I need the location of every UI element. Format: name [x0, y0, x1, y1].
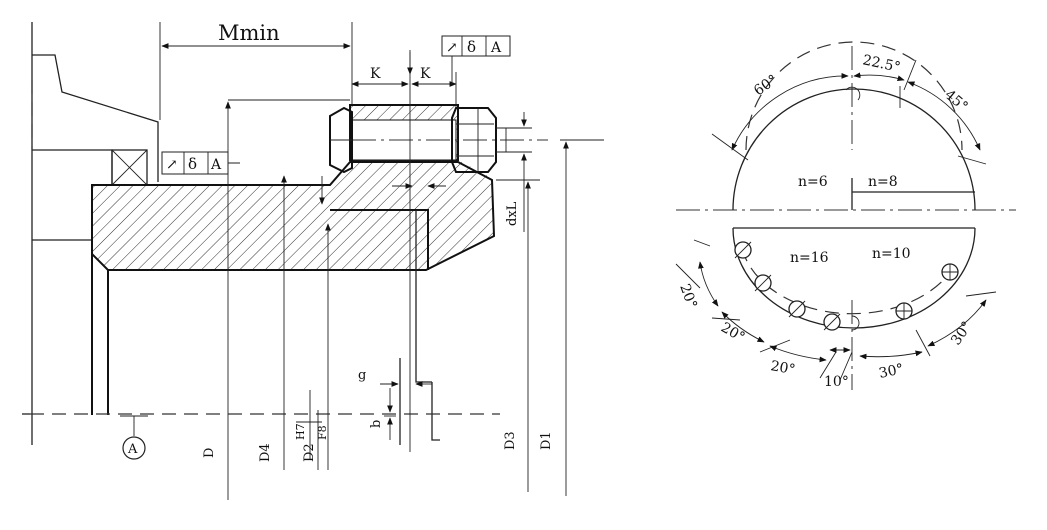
k-label-right: K	[420, 66, 431, 82]
n16-label: n=16	[790, 250, 829, 266]
bolt-holes	[734, 241, 959, 331]
angle-20-c: 20°	[769, 358, 796, 378]
label-d4: D4	[258, 443, 273, 462]
label-h7: H7	[294, 423, 307, 440]
angle-30-b: 30°	[948, 319, 975, 349]
label-b: b	[369, 420, 384, 428]
flange-section-view: Mmin K K ↗ δ A ↗ δ A A	[22, 21, 604, 500]
mmin-label: Mmin	[218, 21, 280, 45]
label-d1: D1	[539, 431, 554, 450]
angle-20-a: 20°	[676, 282, 700, 311]
angle-45: 45°	[941, 87, 970, 115]
label-d2: D2	[302, 443, 317, 462]
flange-hatch	[92, 160, 494, 270]
nut	[451, 107, 497, 173]
n10-label: n=10	[872, 246, 911, 262]
bolt-pattern-view: 60° 22.5° 45° n=6 n=8 n=16 n=10	[675, 41, 1016, 390]
label-dxl: dxL	[505, 201, 520, 226]
angle-60: 60°	[751, 72, 781, 99]
svg-text:A: A	[210, 157, 222, 173]
k-label-left: K	[370, 66, 381, 82]
tolerance-frame-top: ↗ δ A	[441, 35, 511, 84]
svg-text:↗: ↗	[166, 157, 178, 173]
svg-text:δ: δ	[467, 38, 476, 56]
angle-30-a: 30°	[878, 361, 906, 382]
label-d: D	[202, 448, 217, 458]
svg-text:A: A	[490, 40, 502, 56]
svg-text:δ: δ	[188, 155, 197, 173]
tolerance-frame-left: ↗ δ A	[161, 151, 240, 175]
label-d3: D3	[503, 431, 518, 450]
svg-text:↗: ↗	[446, 40, 458, 56]
bolt-head	[329, 106, 353, 174]
label-f8: F8	[316, 425, 329, 440]
n6-label: n=6	[798, 174, 828, 190]
angle-20-b: 20°	[718, 320, 748, 346]
datum-a-circle: A	[127, 442, 138, 457]
n8-label: n=8	[868, 174, 898, 190]
angle-10: 10°	[824, 374, 849, 390]
angle-22-5: 22.5°	[861, 52, 902, 76]
label-g: g	[358, 368, 366, 383]
